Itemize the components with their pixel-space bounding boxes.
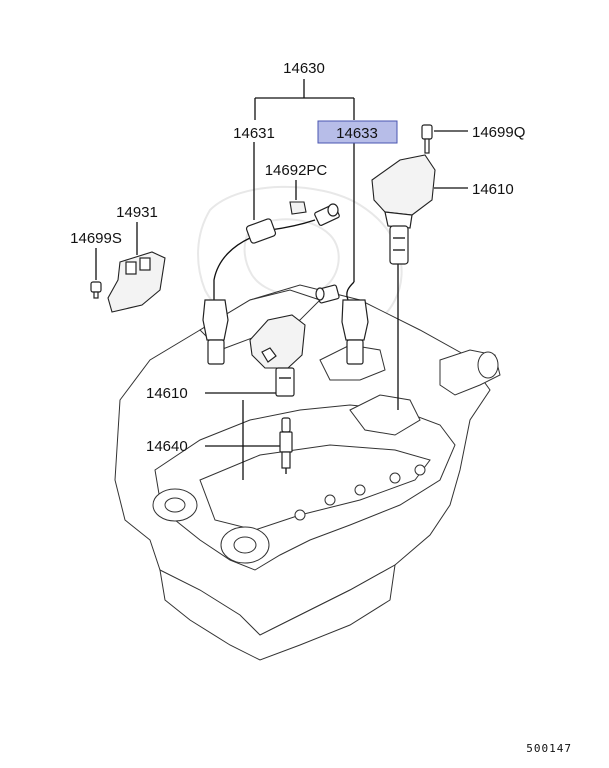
label-14931: 14931 bbox=[116, 204, 158, 221]
bracket-part bbox=[90, 251, 166, 313]
label-14610-mid: 14610 bbox=[146, 385, 188, 402]
label-14640: 14640 bbox=[146, 438, 188, 455]
label-14633[interactable]: 14633 bbox=[336, 125, 378, 142]
engine-assembly bbox=[114, 284, 501, 661]
label-14699q: 14699Q bbox=[472, 124, 525, 141]
highlight-box-14633 bbox=[317, 120, 398, 144]
label-14610-top: 14610 bbox=[472, 181, 514, 198]
label-14699s: 14699S bbox=[70, 230, 122, 247]
ignition-coil-middle bbox=[249, 314, 306, 397]
spark-plug-part bbox=[279, 417, 293, 474]
label-14630: 14630 bbox=[283, 60, 325, 77]
ignition-coil-top bbox=[371, 124, 436, 265]
ignition-cable-left bbox=[202, 203, 340, 365]
clamp-part bbox=[289, 201, 307, 215]
leader-lines bbox=[95, 79, 468, 480]
document-number: 500147 bbox=[526, 742, 572, 755]
ignition-cable-right bbox=[315, 281, 369, 365]
label-14631: 14631 bbox=[233, 125, 275, 142]
label-14692pc: 14692PC bbox=[265, 162, 328, 179]
